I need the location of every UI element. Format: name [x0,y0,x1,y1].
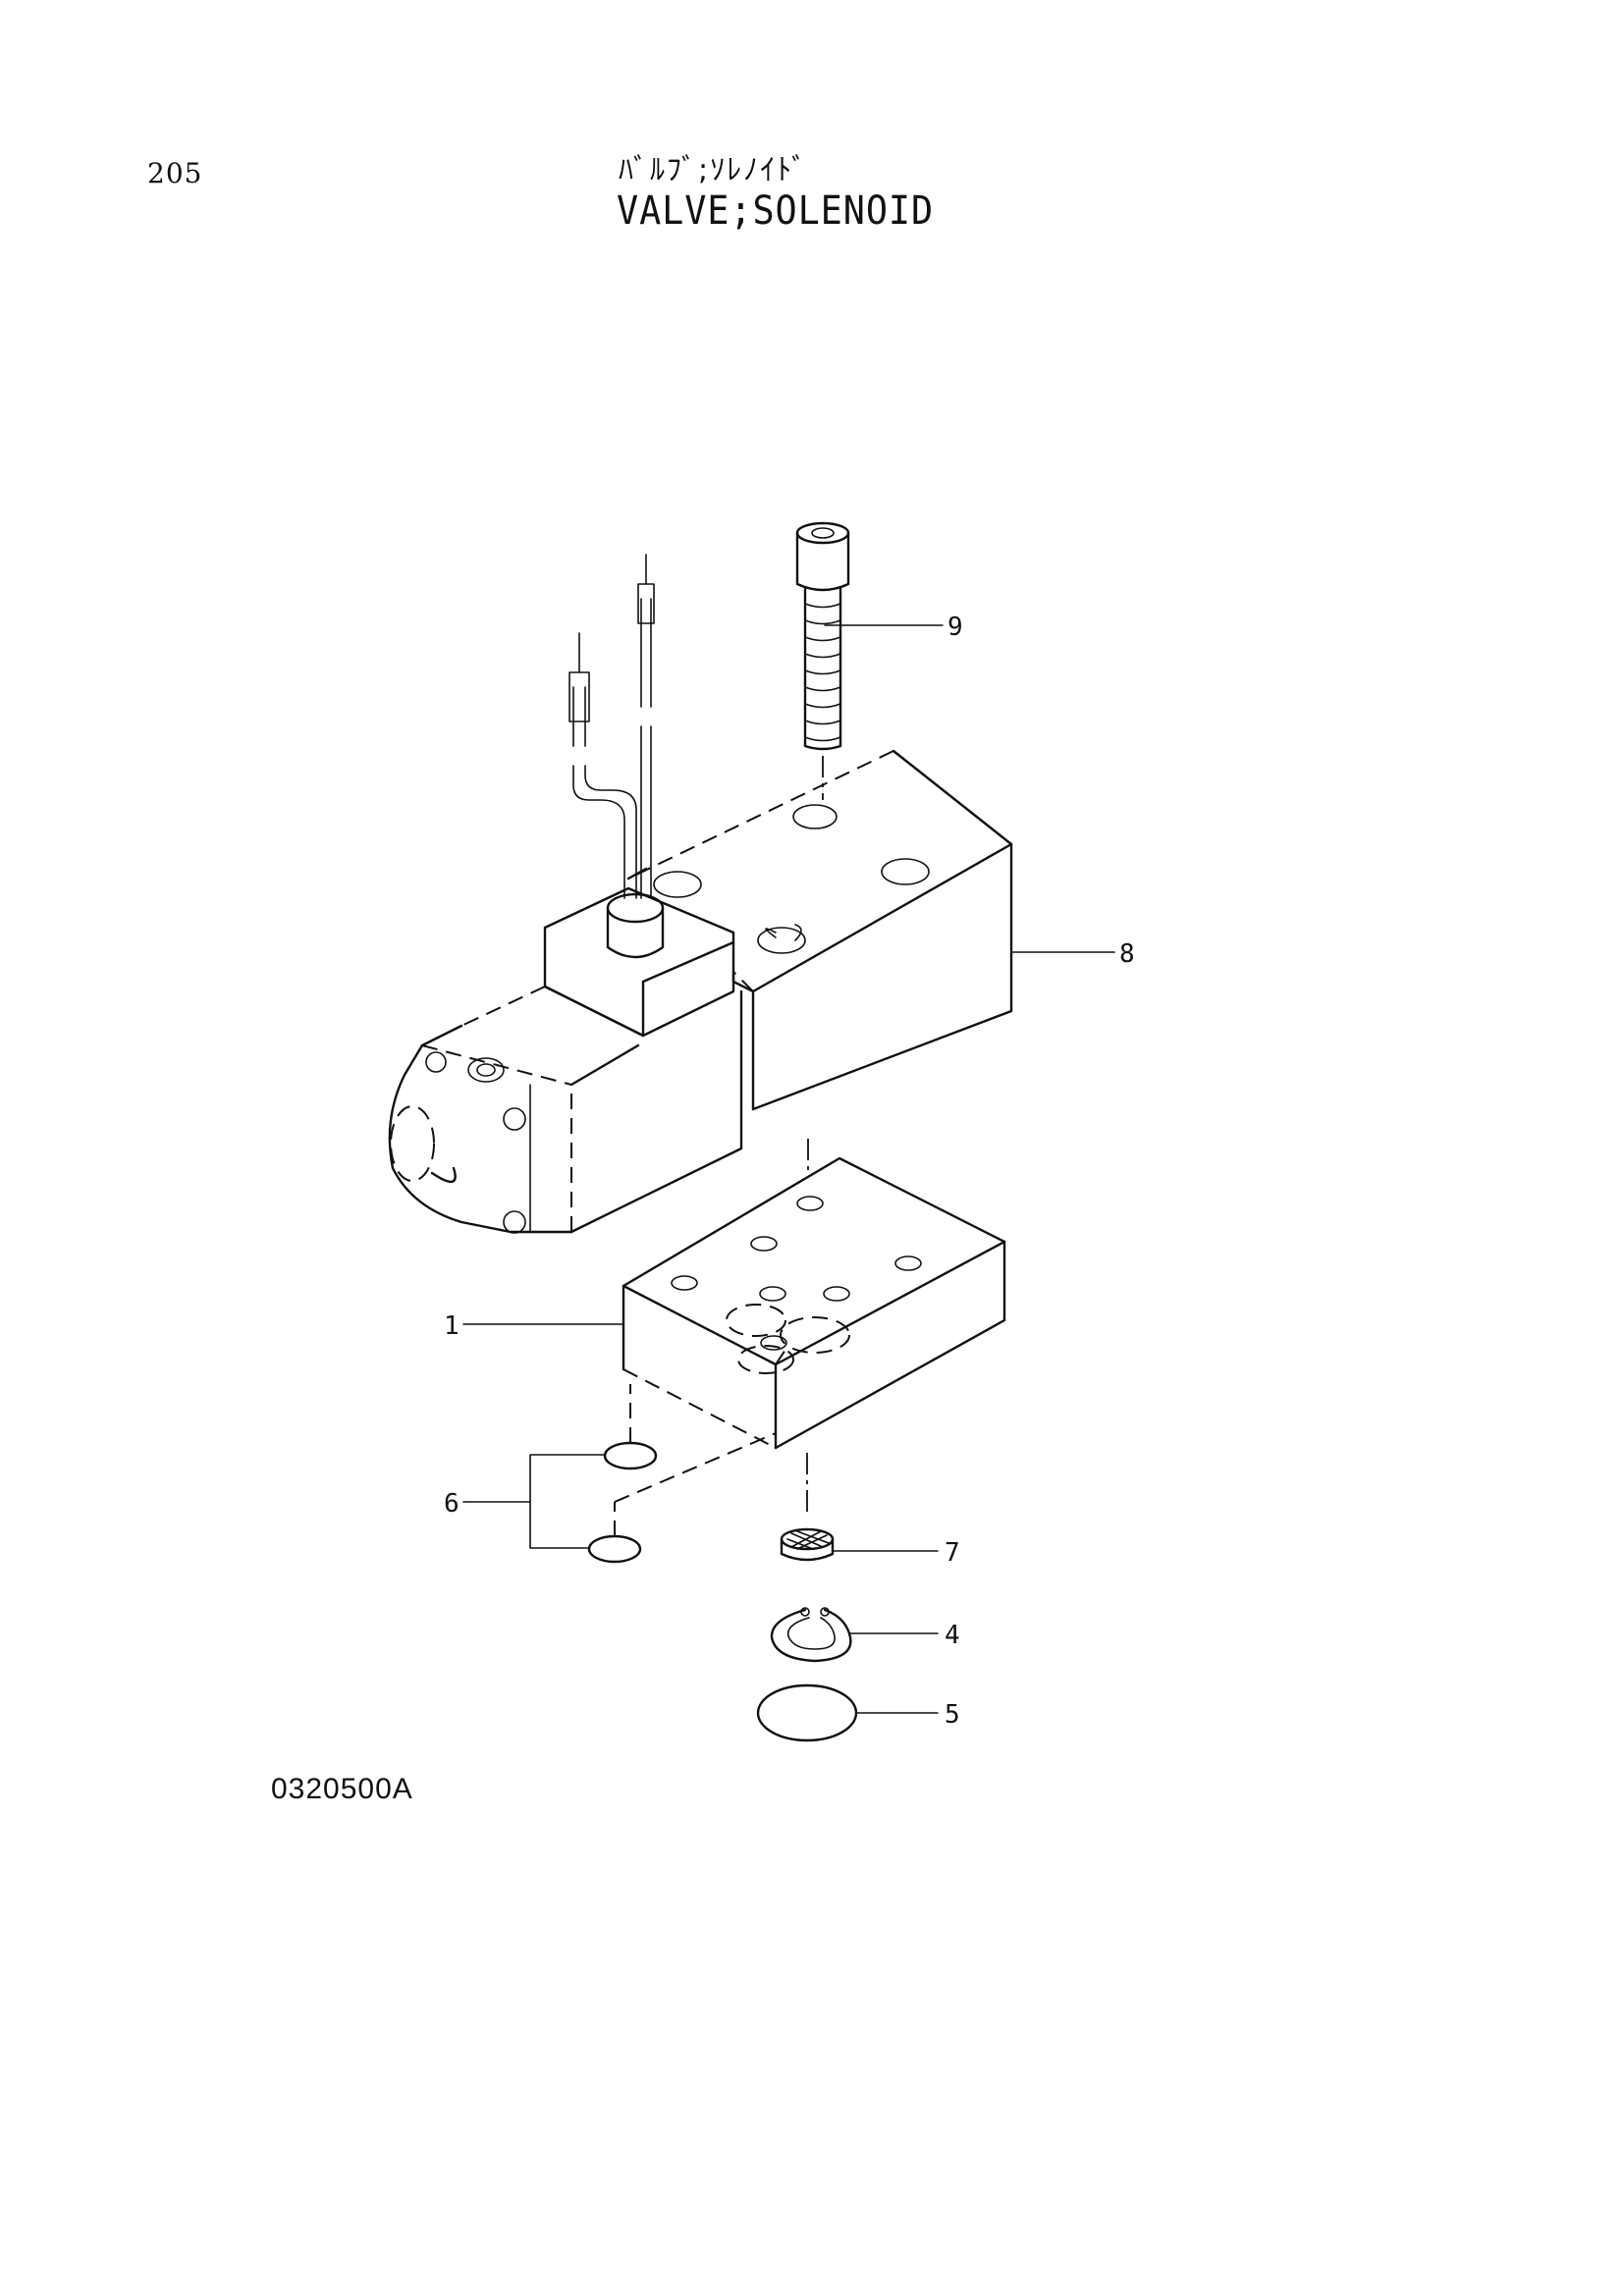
callout-9: 7 [945,1538,960,1568]
callout-4: 4 [945,1621,960,1650]
callout-6: 6 [444,1489,460,1519]
page-number: 205 [147,157,203,189]
snap-ring-part-4 [770,1607,852,1663]
callout-1: 1 [444,1311,460,1341]
callout-8: 8 [1119,939,1135,969]
subplate-part-1 [622,1139,1006,1450]
title-japanese: ﾊﾞﾙﾌﾞ;ｿﾚﾉｲﾄﾞ [619,153,809,187]
strainer-part-9 [780,1453,835,1562]
bolt-part-7 [795,521,850,800]
valve-body-part-8 [626,749,1013,1111]
wire-leads [568,554,655,899]
page-title: VALVE;SOLENOID [617,188,935,234]
seal-part-5 [756,1683,858,1742]
figure-code: 0320500A [271,1773,413,1805]
callout-7: 9 [947,613,963,642]
leader-lines [462,624,1115,1714]
callout-5: 5 [945,1700,960,1730]
solenoid-coil [388,886,743,1234]
o-rings-part-6 [587,1384,777,1564]
